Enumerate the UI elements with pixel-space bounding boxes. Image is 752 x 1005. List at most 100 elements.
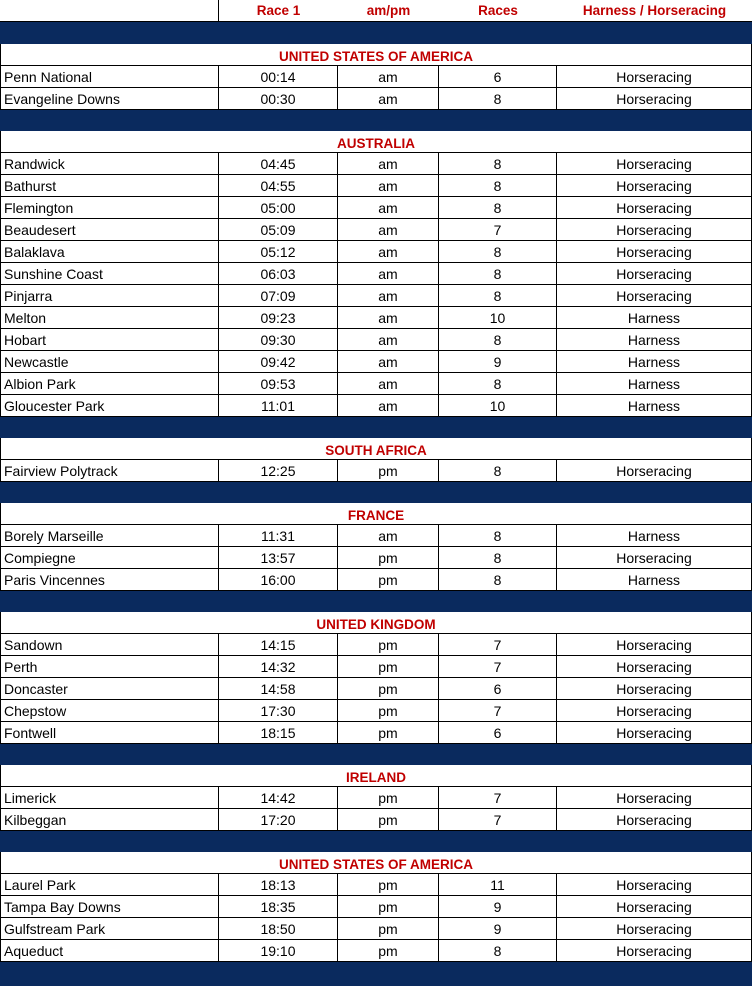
venue-cell: Fairview Polytrack — [0, 460, 219, 482]
race-count-cell: 7 — [439, 787, 557, 809]
race-type-cell: Horseracing — [557, 918, 752, 940]
race-count-cell: 6 — [439, 722, 557, 744]
race-type-cell: Horseracing — [557, 896, 752, 918]
am-pm-cell: am — [338, 263, 439, 285]
race-type-cell: Horseracing — [557, 656, 752, 678]
table-header-row: Race 1 am/pm Races Harness / Horseracing — [0, 0, 752, 22]
race-1-time-cell: 14:42 — [219, 787, 338, 809]
venue-cell: Pinjarra — [0, 285, 219, 307]
am-pm-cell: pm — [338, 656, 439, 678]
race-count-cell: 8 — [439, 569, 557, 591]
race-type-cell: Horseracing — [557, 88, 752, 110]
venue-cell: Melton — [0, 307, 219, 329]
race-count-cell: 7 — [439, 634, 557, 656]
am-pm-cell: pm — [338, 940, 439, 962]
section-divider-band — [0, 110, 752, 131]
race-type-cell: Harness — [557, 307, 752, 329]
race-type-cell: Horseracing — [557, 809, 752, 831]
am-pm-cell: am — [338, 373, 439, 395]
race-type-cell: Horseracing — [557, 241, 752, 263]
venue-cell: Sunshine Coast — [0, 263, 219, 285]
race-type-cell: Horseracing — [557, 285, 752, 307]
race-1-time-cell: 06:03 — [219, 263, 338, 285]
race-type-cell: Horseracing — [557, 219, 752, 241]
section-divider-band — [0, 22, 752, 44]
venue-cell: Flemington — [0, 197, 219, 219]
race-1-time-cell: 00:14 — [219, 66, 338, 88]
am-pm-cell: pm — [338, 634, 439, 656]
venue-cell: Evangeline Downs — [0, 88, 219, 110]
am-pm-cell: pm — [338, 547, 439, 569]
race-count-cell: 10 — [439, 395, 557, 417]
country-heading: FRANCE — [0, 503, 752, 525]
venue-cell: Paris Vincennes — [0, 569, 219, 591]
race-count-cell: 9 — [439, 896, 557, 918]
race-1-time-cell: 17:30 — [219, 700, 338, 722]
am-pm-cell: pm — [338, 722, 439, 744]
race-count-cell: 9 — [439, 918, 557, 940]
venue-cell: Aqueduct — [0, 940, 219, 962]
venue-cell: Randwick — [0, 153, 219, 175]
race-count-cell: 8 — [439, 525, 557, 547]
race-count-cell: 8 — [439, 263, 557, 285]
race-count-cell: 8 — [439, 940, 557, 962]
venue-cell: Sandown — [0, 634, 219, 656]
race-1-time-cell: 14:58 — [219, 678, 338, 700]
am-pm-cell: am — [338, 395, 439, 417]
race-1-time-cell: 19:10 — [219, 940, 338, 962]
race-count-cell: 8 — [439, 329, 557, 351]
section-divider-band — [0, 831, 752, 852]
race-count-cell: 7 — [439, 656, 557, 678]
race-1-time-cell: 17:20 — [219, 809, 338, 831]
country-name: SOUTH AFRICA — [325, 443, 427, 458]
race-count-cell: 11 — [439, 874, 557, 896]
venue-cell: Perth — [0, 656, 219, 678]
race-1-time-cell: 18:35 — [219, 896, 338, 918]
country-heading: IRELAND — [0, 765, 752, 787]
race-1-time-cell: 09:23 — [219, 307, 338, 329]
race-type-cell: Harness — [557, 373, 752, 395]
country-heading: UNITED STATES OF AMERICA — [0, 852, 752, 874]
country-heading: UNITED STATES OF AMERICA — [0, 44, 752, 66]
race-1-time-cell: 00:30 — [219, 88, 338, 110]
country-name: IRELAND — [346, 770, 406, 785]
venue-cell: Bathurst — [0, 175, 219, 197]
venue-cell: Hobart — [0, 329, 219, 351]
race-type-cell: Horseracing — [557, 175, 752, 197]
race-count-cell: 8 — [439, 153, 557, 175]
am-pm-cell: am — [338, 175, 439, 197]
country-name: FRANCE — [347, 508, 405, 523]
race-type-cell: Harness — [557, 329, 752, 351]
race-type-cell: Horseracing — [557, 197, 752, 219]
country-heading: SOUTH AFRICA — [0, 438, 752, 460]
am-pm-cell: am — [338, 285, 439, 307]
race-1-time-cell: 09:30 — [219, 329, 338, 351]
venue-cell: Albion Park — [0, 373, 219, 395]
race-type-cell: Horseracing — [557, 787, 752, 809]
am-pm-cell: am — [338, 525, 439, 547]
am-pm-cell: am — [338, 66, 439, 88]
race-1-time-cell: 05:09 — [219, 219, 338, 241]
header-venue — [0, 0, 219, 21]
am-pm-cell: am — [338, 351, 439, 373]
am-pm-cell: pm — [338, 569, 439, 591]
venue-cell: Fontwell — [0, 722, 219, 744]
